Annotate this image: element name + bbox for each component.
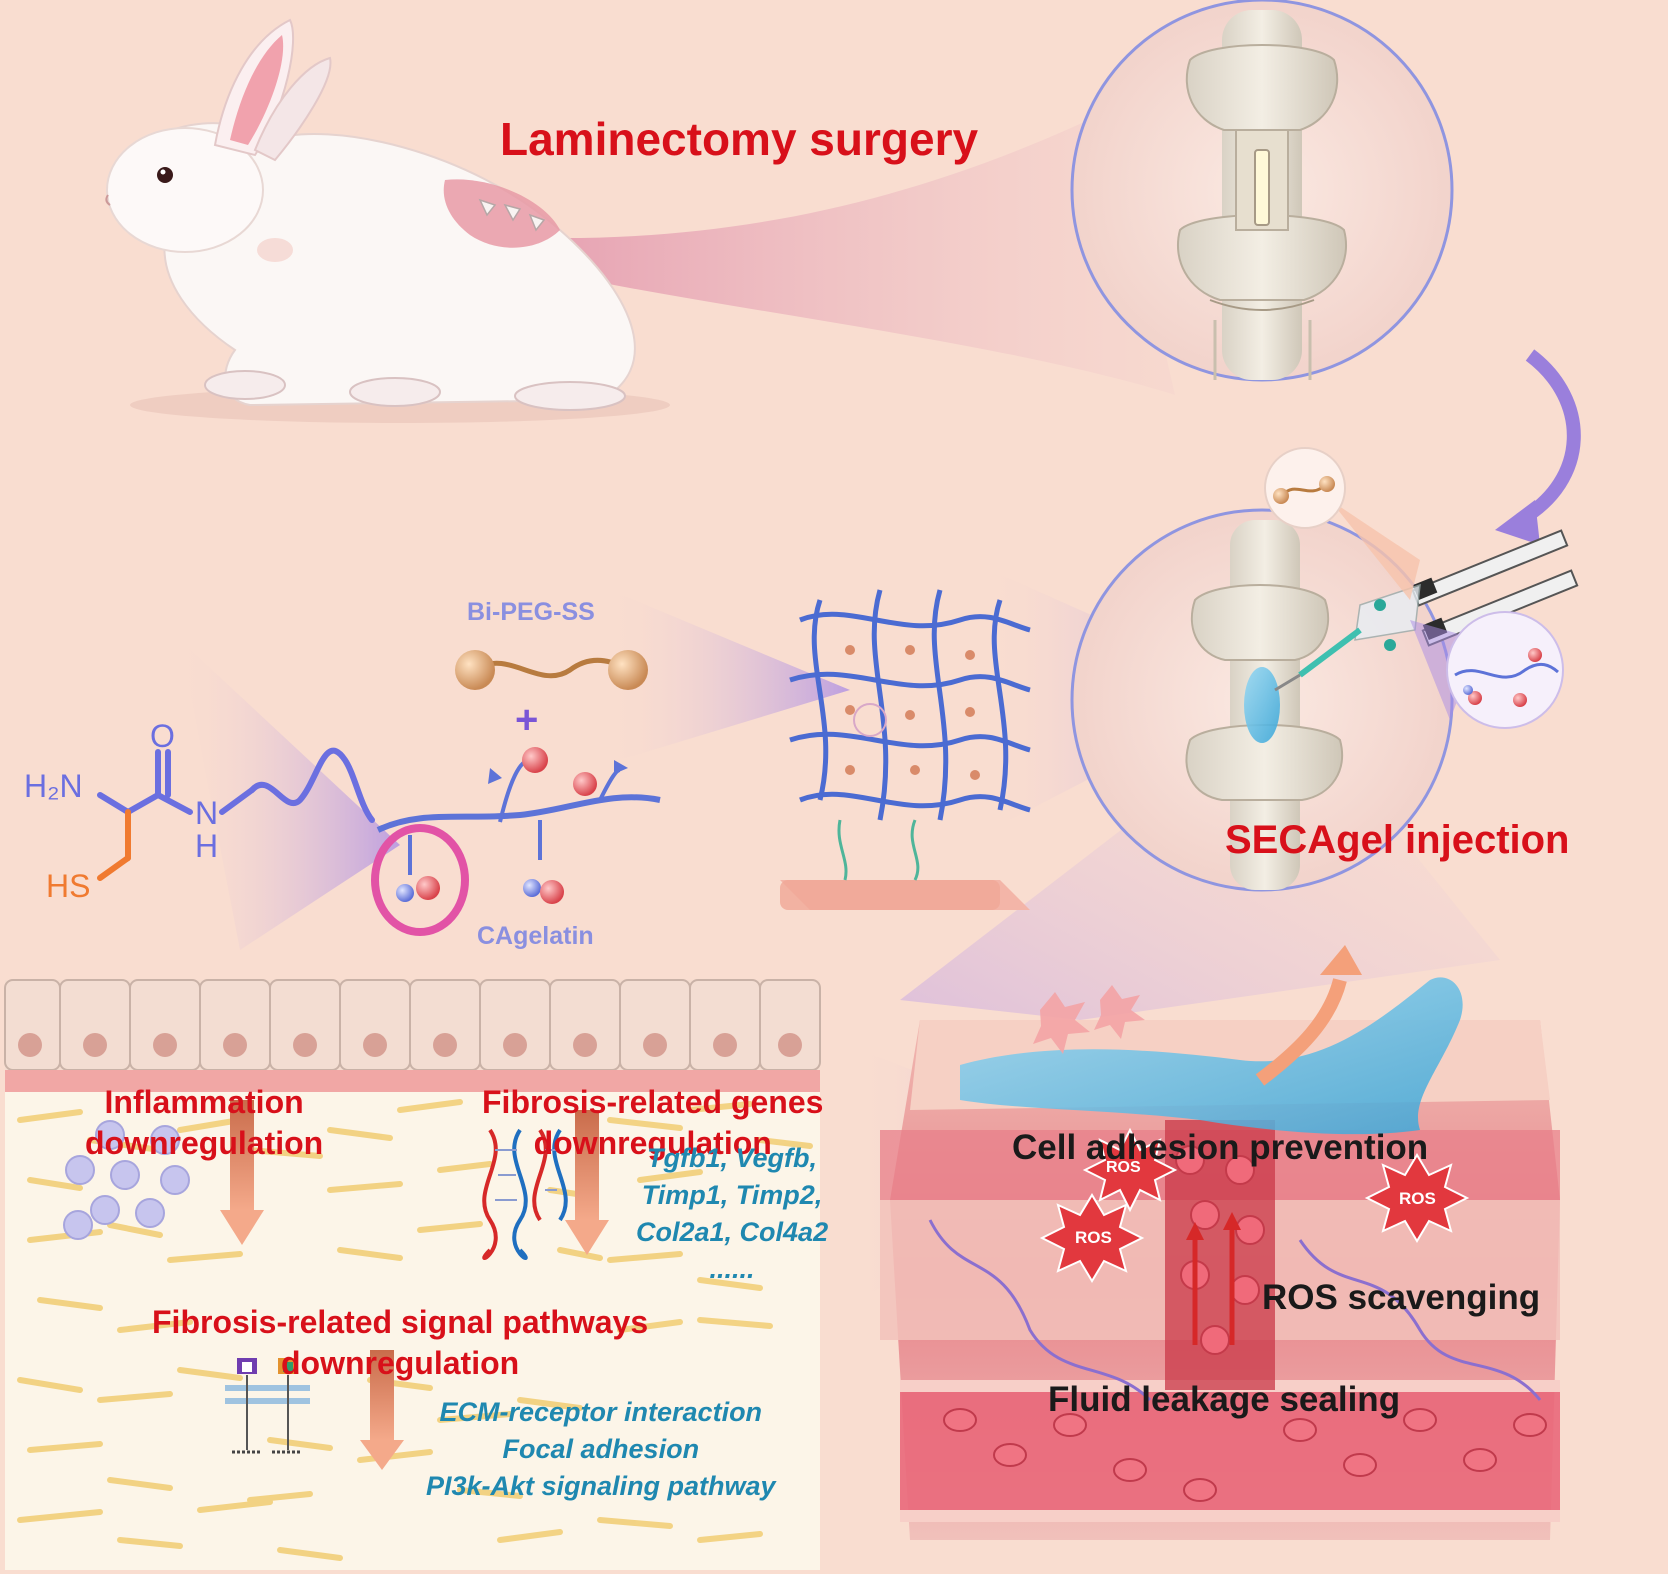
plus-sign: + <box>515 698 539 742</box>
cysteamine-structure <box>97 747 375 881</box>
ros-badge-2: ROS <box>1075 1228 1112 1247</box>
thiol-group: HS <box>46 868 91 904</box>
bi-peg-ss-molecule <box>455 650 648 690</box>
spine-magnified-circle <box>1070 0 1454 382</box>
dna-helix-icon <box>482 1128 568 1261</box>
injection-circle <box>1070 508 1454 892</box>
title-laminectomy-surgery: Laminectomy surgery <box>500 113 979 165</box>
ros-scavenging-label: ROS scavenging <box>1262 1278 1541 1317</box>
receptor-icons <box>225 1358 310 1454</box>
fibrous-matrix <box>17 1099 813 1561</box>
fibrosis-genes-list: Tgfb1, Vegfb, Timp1, Timp2, Col2a1, Col4… <box>636 1143 829 1284</box>
beam-molecule-to-polymer <box>180 640 400 950</box>
hydrogel-network <box>780 589 1031 910</box>
injection-label: SECAgel injection <box>1225 818 1570 862</box>
crosslinker-label: Bi-PEG-SS <box>467 598 595 626</box>
down-arrows <box>220 1100 609 1470</box>
fluid-leakage-sealing-label: Fluid leakage sealing <box>1048 1380 1401 1419</box>
tissue-cross-section <box>880 945 1560 1540</box>
fibrosis-genes-heading: Fibrosis-related genes downregulation <box>482 1084 824 1161</box>
cell-adhesion-prevention-label: Cell adhesion prevention <box>1012 1128 1429 1167</box>
carbonyl-oxygen: O <box>150 718 175 754</box>
polymer-label: CAgelatin <box>477 922 594 950</box>
ros-badge-3: ROS <box>1399 1189 1436 1208</box>
rabbit-illustration <box>105 18 670 423</box>
epithelial-cells <box>4 979 821 1071</box>
magnification-beam <box>470 110 1175 395</box>
amide-hydrogen: H <box>195 828 219 864</box>
curved-arrow <box>1516 349 1581 527</box>
ros-starburst-3 <box>1364 1153 1470 1243</box>
amide-nitrogen: N <box>195 795 219 831</box>
cagelatin-polymer <box>371 747 661 936</box>
inflammation-downregulation: Inflammation downregulation <box>85 1084 324 1161</box>
mechanism-panel <box>4 979 821 1570</box>
beam-to-network <box>610 590 850 760</box>
fibrosis-pathways-heading: Fibrosis-related signal pathways downreg… <box>152 1304 649 1381</box>
polymer-callout <box>1410 611 1564 729</box>
ros-badge-1: ROS <box>1106 1159 1141 1176</box>
fibrosis-pathways-list: ECM-receptor interaction Focal adhesion … <box>426 1397 776 1501</box>
ros-starburst-2 <box>1039 1193 1145 1283</box>
amine-group: H₂N <box>24 768 83 804</box>
ros-starburst-1 <box>1082 1127 1178 1213</box>
crosslinker-callout <box>1264 447 1420 600</box>
immune-cells <box>63 1120 190 1240</box>
